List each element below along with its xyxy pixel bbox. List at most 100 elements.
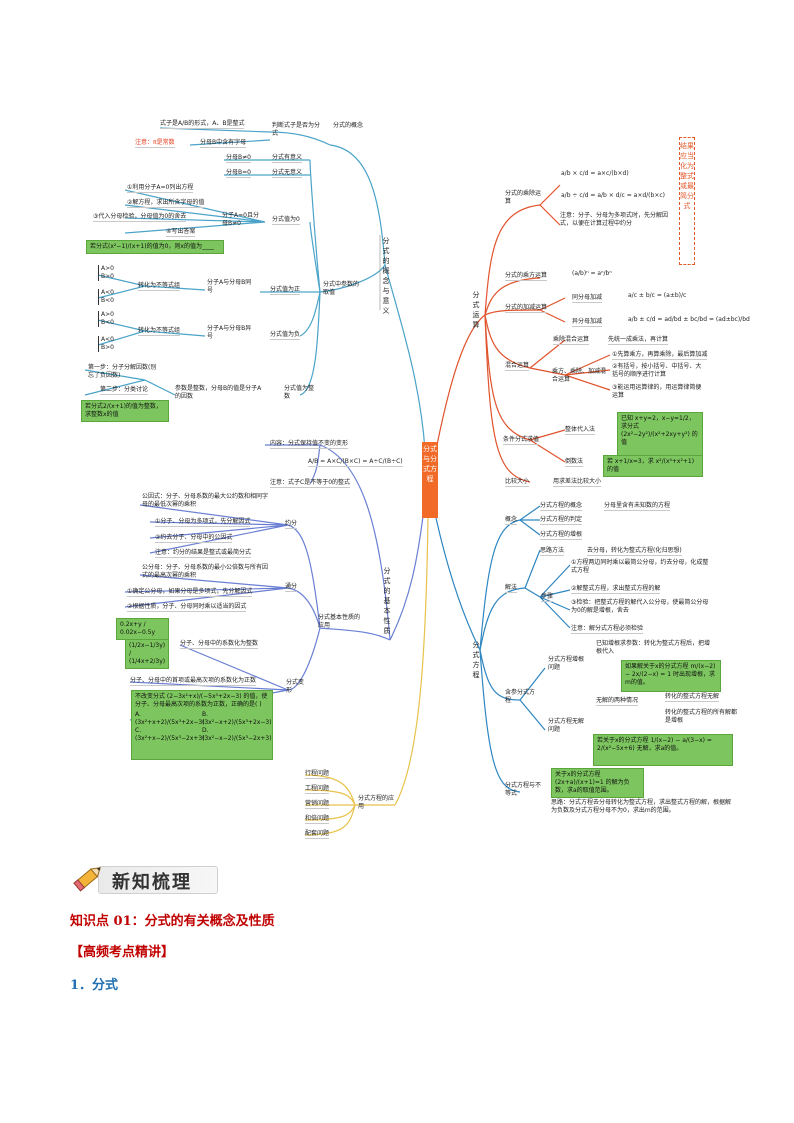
ineq-convert-1: 转化为不等式组 (138, 282, 181, 291)
reciprocal-example: 若 x+1/x=3，求 x²/(x⁴+x²+1) 的值 (603, 455, 703, 477)
eq-concept-3: 分式方程的增根 (540, 531, 583, 540)
negative-cond: 分子A与分母B异号 (207, 325, 252, 340)
result-side-note: 结果应当化为整式或最简分式 (679, 137, 695, 265)
eq-ineq-example: 关于x的分式方程 (2x+a)/(x+1)=1 的解为负数，求a的取值范围。 (551, 768, 644, 798)
b-ne-0: 分母B≠0 (226, 154, 251, 163)
no-solution-cases: 无解的两种情况 (596, 697, 639, 706)
addsub-node: 分式的加减运算 (505, 304, 548, 313)
increase-root-example: 如果解关于x的分式方程 m/(x−2) − 2x/(2−x) = 1 时出现增根… (621, 660, 721, 692)
common-rule-3: ②根据性质，分子、分母同时乘以适当的因式 (127, 603, 247, 612)
knowledge-point-title: 知识点 01：分式的有关概念及性质 (70, 914, 275, 929)
no-solution-case-2: 转化的整式方程的所有解都是增根 (665, 709, 738, 724)
muldiv-node: 分式的乘除运算 (505, 190, 542, 205)
positive-node: 分式值为正 (270, 286, 301, 295)
eq-concept-2: 分式方程的判定 (540, 516, 583, 525)
diff-denom-node: 异分母加减 (572, 318, 603, 327)
coef-pos-example: 不改变分式 (2−3x²+x)/(−5x³+2x−3) 的值，使分子、分母最高次… (131, 690, 273, 760)
idea-rule: 去分母，转化为整式方程(化归思想) (587, 547, 682, 556)
muldiv-formula-2: a/b ÷ c/d = a/b × d/c = a×d/(b×c) (561, 192, 665, 199)
common-rule-2: ①确定公分母，如果分母是多项式，先分解因式 (127, 588, 253, 597)
positive-cond: 分子A与分母B同号 (207, 279, 252, 294)
app-item-3: 营销问题 (305, 800, 330, 809)
integer-step-1: 第一步：分子分解因数(别忘了负因数) (88, 364, 157, 379)
branch-property-title: 分式的基本性质 (383, 567, 391, 635)
reciprocal-node: 倒数法 (565, 458, 584, 467)
application-node: 分式方程的应用 (358, 795, 395, 810)
solve-node: 解法 (505, 584, 518, 593)
integer-step-2: 第二步：分类讨论 (100, 386, 149, 395)
coef-int-example-2: (1/2x−1/3y) / (1/4x+2/3y) (125, 639, 169, 669)
muldiv-formula-1: a/b × c/d = a×c/(b×d) (561, 170, 629, 177)
zero-step-2: ②解方程，求出所含字母的值 (127, 199, 205, 208)
mixed-2-rule-3: ③能运用运算律的，用运算律简便运算 (612, 384, 702, 399)
pencil-icon (73, 867, 101, 892)
branch-equation-title: 分式方程 (472, 641, 480, 679)
no-solution-example: 若关于x的分式方程 1/(x−2) − a/(3−x) = 2/(x²−5x+6… (593, 734, 733, 766)
judge-node: 判断式子是否为分式 (272, 122, 321, 137)
mixed-2-node: 乘方、乘除、加减混合运算 (552, 368, 607, 383)
no-solution-case-1: 转化的整式方程无解 (665, 693, 720, 702)
mixed-2-rule-1: ①先算乘方，再算乘除，最后算加减 (612, 351, 708, 360)
param-eq-node: 含参分式方程 (505, 689, 536, 704)
integer-node: 分式值为整数 (284, 385, 315, 400)
coef-int-node: 分子、分母中的系数化为整数 (180, 640, 259, 649)
whole-sub-example: 已知 x+y=2，x−y=1/2，求分式 (2x²−2y²)/(x²+2xy+y… (617, 412, 703, 458)
new-knowledge-banner: 新知梳理 (70, 860, 218, 900)
b-eq-0: 分母B=0 (226, 169, 251, 178)
property-formula: A/B = A×C/(B×C) = A÷C/(B÷C) (308, 458, 403, 467)
property-note: 注意：式子C是不等于0的整式 (270, 479, 351, 488)
pi-note: 注意：π是常数 (135, 139, 175, 148)
reduce-rule-3: ②约去分子、分母中的公因式 (155, 534, 233, 543)
app-item-2: 工程问题 (305, 785, 330, 794)
branch-concept-title: 分式的概念与意义 (382, 237, 390, 315)
meaningless-node: 分式无意义 (272, 169, 303, 178)
same-denom-formula: a/c ± b/c = (a±b)/c (628, 292, 687, 299)
zero-step-4: ④写出答案 (166, 228, 196, 237)
apply-node: 分式基本性质的应用 (318, 614, 361, 629)
integer-example: 若分式2/(x+1)的值为整数，求整数x的值 (81, 400, 169, 422)
power-formula: (a/b)ⁿ = aⁿ/bⁿ (572, 270, 612, 277)
eq-concept-node: 概念 (505, 516, 518, 525)
reduce-node: 约分 (285, 520, 298, 529)
branch-operation-title: 分式运算 (472, 291, 480, 329)
cond-eval-node: 条件分式求值 (503, 436, 540, 445)
reduce-rule-2: ①分子、分母为多项式，先分解因式 (155, 518, 251, 527)
negative-node: 分式值为负 (270, 331, 301, 340)
compare-rule: 用求差法比较大小 (553, 478, 602, 487)
coef-pos-node: 分子、分母中的首项或最高次项的系数化为正数 (130, 677, 257, 686)
zero-cond: 分子A=0且分母B≠0 (222, 212, 259, 227)
integer-cond: 参数是整数，分母B的值是分子A的因数 (175, 385, 262, 400)
solve-step-1: ①方程两边同时乘以最简公分母，约去分母，化成整式方程 (571, 559, 709, 574)
app-item-5: 配套问题 (305, 830, 330, 839)
center-node: 分式与分式方程 (422, 442, 438, 518)
zero-step-3: ③代入分母检验，分母值为0的舍去 (93, 213, 187, 222)
mixed-1-rule: 先统一成乘法，再计算 (608, 336, 669, 345)
zero-example: 若分式(x²−1)/(x+1)的值为0，则x的值为____ (86, 240, 224, 254)
increase-root-node: 分式方程增根问题 (548, 656, 585, 671)
zero-step-1: ①利用分子A=0列出方程 (127, 184, 194, 193)
judge-rule: 式子是A/B的形式，A、B是整式 (160, 120, 245, 129)
same-denom-node: 同分母加减 (572, 294, 603, 303)
zero-node: 分式值为0 (272, 216, 300, 225)
increase-root-rule: 已知增根求参数：转化为整式方程后，把增根代入 (596, 640, 711, 655)
whole-sub-node: 整体代入法 (565, 426, 596, 435)
reduce-rule-4: 注意：约分的结果是整式或最简分式 (155, 549, 252, 558)
solve-step-2: ②解整式方程，求出整式方程的解 (571, 585, 661, 594)
meaningful-node: 分式有意义 (272, 154, 303, 163)
denom-letter: 分母B中含有字母 (200, 139, 247, 148)
property-content: 内容：分式保持值不变的变形 (270, 440, 349, 449)
diff-denom-formula: a/b ± c/d = ad/bd ± bc/bd = (ad±bc)/bd (628, 316, 750, 323)
power-node: 分式的乘方运算 (505, 272, 548, 281)
mixed-2-rule-2: ②有括号，按小括号、中括号、大括号的顺序进行计算 (612, 363, 702, 378)
transform-node: 分式变形 (286, 679, 305, 694)
mixed-node: 混合运算 (505, 362, 530, 371)
reduce-rule-1: 公因式：分子、分母系数的最大公约数和相同字母的最低次幂的乘积 (142, 493, 269, 508)
compare-node: 比较大小 (505, 478, 530, 487)
param-node: 分式中参数的取值 (323, 281, 360, 296)
mixed-1-node: 乘除混合运算 (553, 336, 590, 345)
no-solution-node: 分式方程无解问题 (548, 718, 585, 733)
